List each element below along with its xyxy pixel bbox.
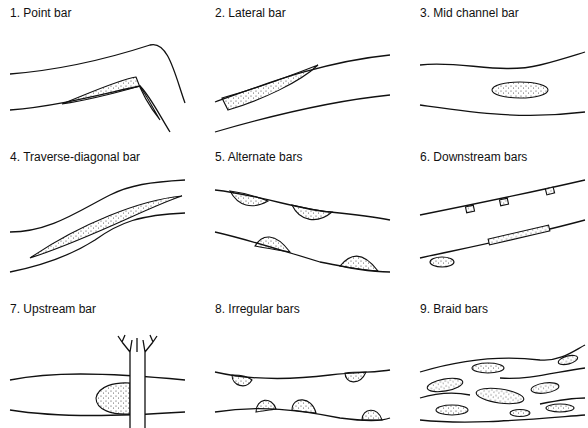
lateral-bar-sketch <box>215 55 390 132</box>
panel-title: 4. Traverse-diagonal bar <box>10 150 140 164</box>
panel-title: 6. Downstream bars <box>420 150 527 164</box>
panel-title: 7. Upstream bar <box>10 302 96 316</box>
mid-channel-bar-sketch <box>420 52 585 115</box>
panel-title: 5. Alternate bars <box>215 150 302 164</box>
panel-title: 8. Irregular bars <box>215 302 300 316</box>
panel-title: 2. Lateral bar <box>215 6 286 20</box>
traverse-diagonal-bar-sketch <box>10 180 185 272</box>
upstream-bar-sketch <box>10 335 185 428</box>
downstream-bars-sketch <box>420 180 585 267</box>
alternate-bars-sketch <box>215 190 390 272</box>
panel-title: 9. Braid bars <box>420 302 488 316</box>
point-bar-sketch <box>10 45 185 132</box>
braid-bars-sketch <box>420 345 585 422</box>
irregular-bars-sketch <box>215 370 390 420</box>
panel-title: 3. Mid channel bar <box>420 6 519 20</box>
panel-title: 1. Point bar <box>10 6 71 20</box>
